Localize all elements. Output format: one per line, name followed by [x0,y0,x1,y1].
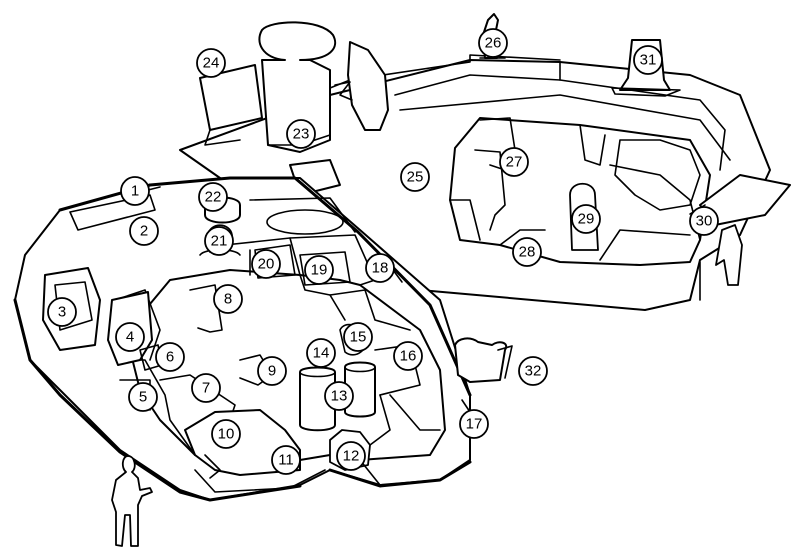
callout-label: 23 [293,126,310,143]
callout-marker: 24 [196,48,226,78]
callout-label: 5 [139,389,147,406]
callout-marker: 22 [198,182,228,212]
callout-label: 29 [578,211,595,228]
callout-label: 3 [58,304,66,321]
callout-marker: 21 [204,226,234,256]
callout-label: 17 [466,416,483,433]
callout-label: 21 [211,233,228,250]
callout-marker: 28 [512,237,542,267]
callout-label: 31 [640,52,657,69]
callout-label: 25 [407,169,424,186]
callout-label: 11 [278,452,294,469]
callout-label: 30 [696,213,713,230]
callout-marker: 3 [47,297,77,327]
detached-unit [454,337,513,383]
callout-label: 14 [313,345,330,362]
callout-label: 1 [131,183,139,200]
callout-marker: 12 [336,441,366,471]
callout-label: 4 [126,329,134,346]
callout-marker: 5 [128,382,158,412]
callout-marker: 23 [286,119,316,149]
docking-hub [199,21,389,196]
callout-label: 27 [506,154,523,171]
front-module [13,176,472,502]
callout-label: 12 [343,448,360,465]
callout-marker: 1 [120,176,150,206]
callout-label: 15 [350,329,367,346]
callout-label: 8 [224,291,232,308]
callout-marker: 26 [478,28,508,58]
callout-label: 18 [372,260,389,277]
callout-marker: 6 [155,342,185,372]
callout-label: 2 [140,223,148,240]
callout-markers: 1 2 3 4 5 6 7 8 9 10 11 12 13 14 15 16 1… [47,28,719,475]
callout-marker: 25 [400,162,430,192]
callout-marker: 19 [304,255,334,285]
callout-marker: 2 [129,216,159,246]
callout-marker: 30 [689,206,719,236]
callout-label: 13 [331,388,348,405]
callout-label: 16 [400,348,417,365]
callout-marker: 18 [365,253,395,283]
callout-label: 10 [218,426,235,443]
callout-marker: 8 [213,284,243,314]
callout-marker: 11 [271,445,301,475]
callout-label: 32 [525,363,542,380]
callout-marker: 29 [571,204,601,234]
callout-marker: 13 [324,381,354,411]
callout-marker: 16 [393,341,423,371]
callout-label: 22 [205,189,222,206]
callout-marker: 9 [257,356,287,386]
callout-marker: 14 [306,338,336,368]
callout-marker: 4 [115,322,145,352]
callout-marker: 10 [211,419,241,449]
callout-label: 7 [202,380,210,397]
callout-marker: 31 [633,45,663,75]
callout-label: 28 [519,244,536,261]
callout-label: 9 [268,363,276,380]
callout-label: 26 [485,35,502,52]
callout-label: 6 [166,349,174,366]
callout-label: 20 [258,256,275,273]
callout-marker: 20 [251,249,281,279]
callout-marker: 27 [499,147,529,177]
callout-label: 19 [311,262,328,279]
callout-marker: 15 [343,322,373,352]
callout-marker: 17 [459,409,489,439]
callout-marker: 7 [191,373,221,403]
callout-label: 24 [203,55,220,72]
callout-marker: 32 [518,356,548,386]
scale-human-figure [111,455,153,547]
